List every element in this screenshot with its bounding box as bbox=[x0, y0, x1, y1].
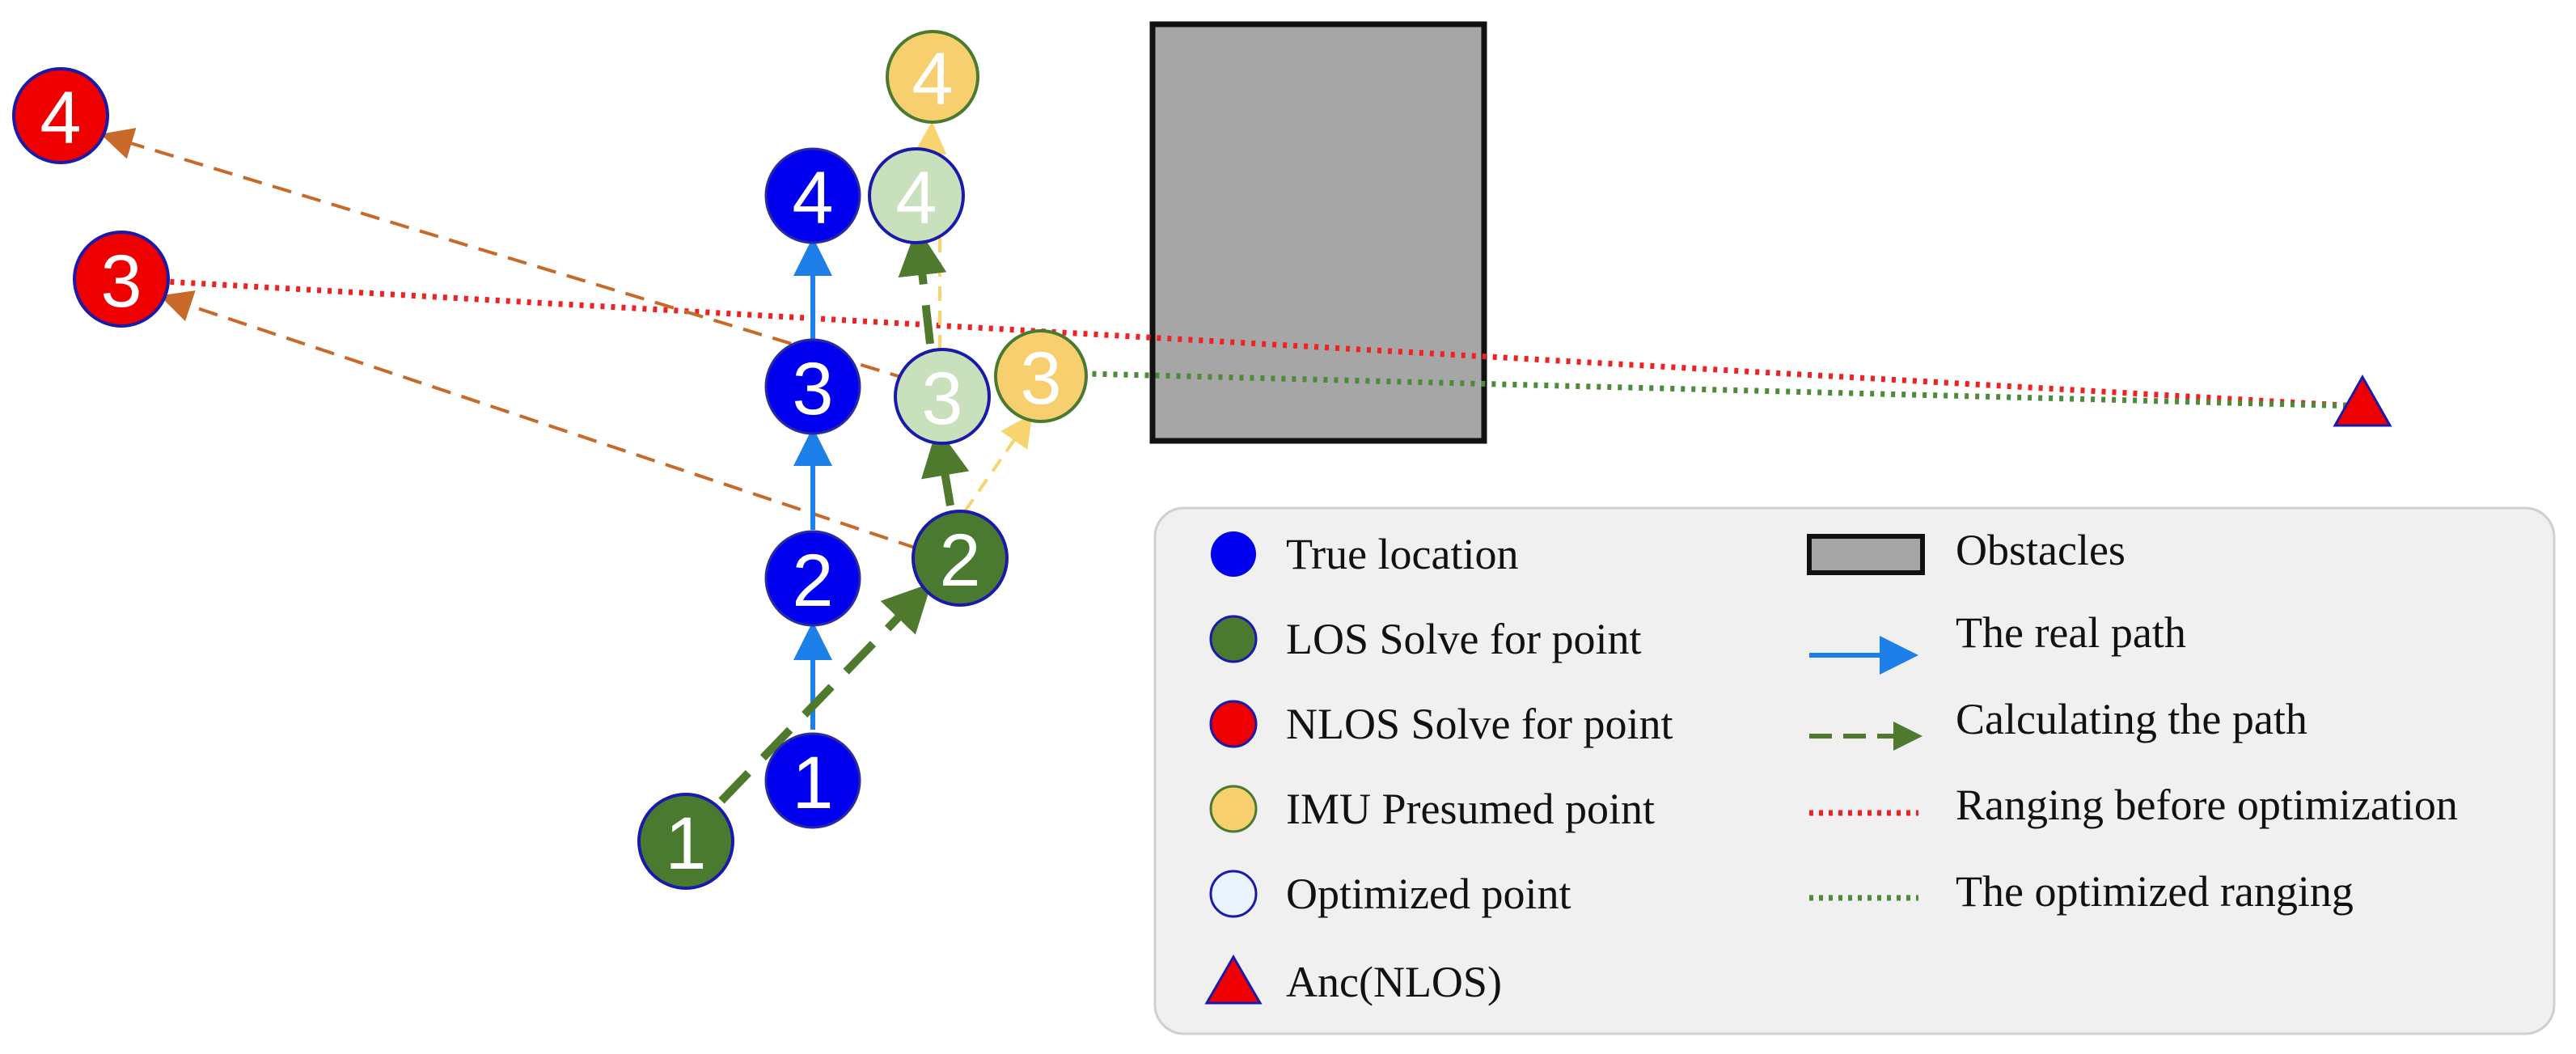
legend: True location LOS Solve for point NLOS S… bbox=[1153, 506, 2556, 1035]
nlos-solve-node-4: 4 bbox=[12, 67, 109, 164]
optimized-node-3-label: 3 bbox=[921, 358, 962, 440]
true-location-node-4: 4 bbox=[764, 147, 861, 244]
los-solve-node-1-label: 1 bbox=[665, 802, 706, 885]
calc-path-1-to-2 bbox=[718, 582, 932, 804]
true-location-node-2-label: 2 bbox=[792, 540, 833, 622]
legend-optimized-point-label: Optimized point bbox=[1286, 870, 1571, 918]
legend-nlos-solve-label: NLOS Solve for point bbox=[1286, 700, 1673, 748]
obstacle bbox=[1149, 21, 1487, 444]
optimized-node-3: 3 bbox=[894, 348, 991, 445]
calc-path-2-to-3 bbox=[921, 427, 970, 506]
nlos-solve-node-4-label: 4 bbox=[40, 77, 81, 159]
true-location-node-2: 2 bbox=[764, 530, 861, 627]
optimized-node-4: 4 bbox=[868, 147, 965, 244]
imu-presumed-node-3-label: 3 bbox=[1020, 337, 1061, 420]
nlos-solve-node-3: 3 bbox=[73, 231, 170, 328]
imu-presumed-node-3: 3 bbox=[994, 329, 1088, 423]
optimized-ranging-line bbox=[1085, 370, 2358, 409]
legend-anchor-marker bbox=[1204, 955, 1263, 1005]
legend-imu-presumed-label: IMU Presumed point bbox=[1286, 785, 1655, 833]
legend-background bbox=[1153, 506, 2556, 1035]
anchor-nlos-triangle bbox=[2333, 374, 2392, 427]
nlos-solve-node-3-label: 3 bbox=[100, 240, 142, 323]
true-location-node-4-label: 4 bbox=[792, 157, 833, 239]
legend-optimized-point-marker bbox=[1209, 870, 1258, 918]
imu-presumed-node-4: 4 bbox=[886, 30, 979, 124]
legend-optimized-ranging-label: The optimized ranging bbox=[1956, 867, 2354, 916]
legend-los-solve-label: LOS Solve for point bbox=[1286, 615, 1642, 663]
legend-los-solve-marker bbox=[1209, 615, 1258, 663]
optimized-node-4-label: 4 bbox=[895, 157, 937, 239]
legend-nlos-solve-marker bbox=[1209, 700, 1258, 748]
legend-true-location-marker bbox=[1211, 531, 1256, 577]
legend-calculating-path-label: Calculating the path bbox=[1956, 695, 2307, 743]
los-solve-node-2-label: 2 bbox=[939, 519, 980, 602]
true-location-node-3-label: 3 bbox=[792, 348, 833, 430]
legend-obstacles-label: Obstacles bbox=[1956, 526, 2126, 574]
nlos-solve-line-to-4 bbox=[100, 128, 939, 390]
legend-ranging-before-label: Ranging before optimization bbox=[1956, 781, 2458, 829]
true-location-node-1: 1 bbox=[764, 732, 861, 829]
nlos-solve-line-to-3 bbox=[159, 290, 947, 560]
los-solve-node-2: 2 bbox=[912, 510, 1009, 607]
imu-line-2-to-3 bbox=[963, 413, 1033, 513]
imu-presumed-node-4-label: 4 bbox=[912, 38, 953, 121]
calc-path-3-to-4 bbox=[898, 226, 947, 345]
los-solve-node-1: 1 bbox=[637, 793, 734, 890]
true-location-node-1-label: 1 bbox=[792, 742, 833, 824]
legend-imu-presumed-marker bbox=[1209, 785, 1258, 833]
legend-true-location-label: True location bbox=[1286, 530, 1518, 578]
true-location-node-3: 3 bbox=[764, 338, 861, 435]
legend-anchor-label: Anc(NLOS) bbox=[1286, 958, 1502, 1006]
legend-real-path-label: The real path bbox=[1956, 608, 2186, 657]
legend-obstacles-marker bbox=[1807, 534, 1925, 575]
